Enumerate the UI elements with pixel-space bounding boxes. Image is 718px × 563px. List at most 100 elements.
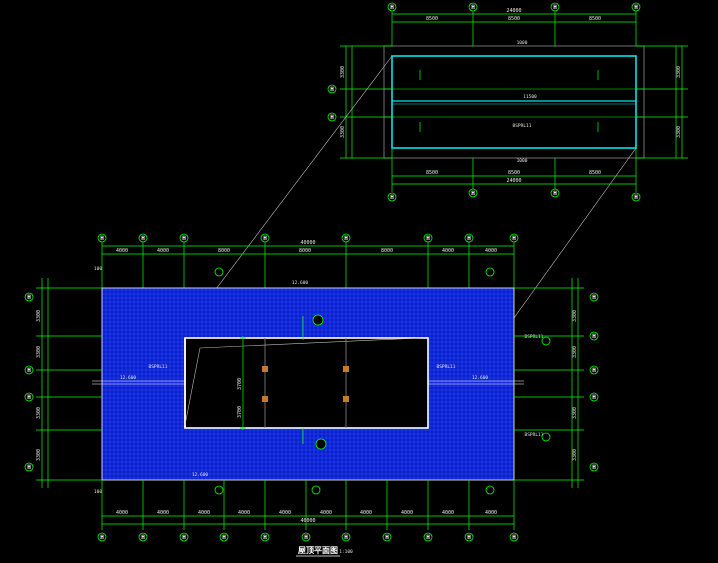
detail-axis-bottom-3: H	[553, 190, 557, 197]
plan-axis-left-2: H	[27, 367, 31, 374]
drawing-scale: 1:100	[339, 549, 353, 555]
detail-outer-frame	[383, 45, 645, 159]
detail-overall-bottom: 24000	[506, 178, 521, 184]
plan-axis-right-5: H	[592, 464, 596, 471]
detail-axis-top-3: H	[553, 4, 557, 11]
plan-axis-top-7: H	[467, 235, 471, 242]
plan-axis-bottom-6: H	[304, 534, 308, 541]
plan-ridge-lines	[92, 380, 524, 385]
plan-axis-bottom-7: H	[344, 534, 348, 541]
post-4	[343, 396, 349, 402]
detail-right-dimensions	[636, 45, 688, 159]
plan-level-bottom: 12.600	[192, 472, 209, 478]
detail-dim-bottom-1: 8500	[426, 170, 438, 176]
detail-axis-left-1: H	[330, 86, 334, 93]
detail-axis-bottom: H H H H	[387, 188, 641, 202]
detail-axis-top-1: H	[390, 4, 394, 11]
detail-dim-bottom-2: 8500	[508, 170, 520, 176]
plan-dim-top-3: 8000	[218, 248, 230, 254]
plan-axis-bottom-4: H	[222, 534, 226, 541]
plan-dim-bottom-3: 4000	[198, 510, 210, 516]
plan-axis-bottom-2: H	[141, 534, 145, 541]
detail-axis-top: H H H H	[387, 2, 641, 12]
detail-dim-top-1: 8500	[426, 16, 438, 22]
detail-dim-left-3: 3300	[340, 126, 346, 138]
plan-dim-bottom-2: 4000	[157, 510, 169, 516]
plan-axis-bottom-3: H	[182, 534, 186, 541]
detail-axis-bottom-2: H	[471, 190, 475, 197]
plan-axis-top-1: H	[100, 235, 104, 242]
plan-dim-top-4: 8000	[299, 248, 311, 254]
plan-small-2: 100	[94, 489, 102, 495]
plan-axis-right-2: H	[592, 333, 596, 340]
plan-axis-top-6: H	[426, 235, 430, 242]
plan-dim-bottom-10: 4000	[485, 510, 497, 516]
detail-bottom-dimensions	[391, 148, 637, 192]
plan-axis-top: H H H H H H H H	[97, 233, 519, 243]
plan-axis-left-3: H	[27, 394, 31, 401]
plan-dim-right-2: 3300	[572, 310, 578, 322]
plan-overall-top: 40000	[300, 240, 315, 246]
detail-dim-top-2: 8500	[508, 16, 520, 22]
plan-dim-left-5: 3300	[36, 449, 42, 461]
post-1	[262, 366, 268, 372]
detail-glass-frame	[391, 55, 637, 149]
plan-axis-bottom-11: H	[512, 534, 516, 541]
detail-dim-top-3: 8500	[589, 16, 601, 22]
detail-tag-1: BSPRL11	[513, 123, 532, 129]
detail-view: 24000 8500 8500 8500 H H H H 1000	[327, 2, 688, 202]
detail-axis-left-2: H	[330, 114, 334, 121]
plan-axis-bottom-1: H	[100, 534, 104, 541]
detail-axis-bottom-4: H	[634, 194, 638, 201]
plan-dim-bottom-5: 4000	[279, 510, 291, 516]
plan-axis-top-8: H	[512, 235, 516, 242]
plan-dim-left-2: 3300	[36, 310, 42, 322]
plan-level-right: 12.600	[472, 375, 489, 381]
roof-opening	[184, 337, 429, 429]
plan-right-dimensions	[514, 278, 584, 488]
plan-dim-right-5: 3300	[572, 449, 578, 461]
plan-tag-left: BSPRL11	[149, 364, 168, 370]
plan-axis-bottom: H H H H H H H H H H H	[97, 532, 519, 542]
plan-overall-bottom: 40000	[300, 518, 315, 524]
plan-axis-left-1: H	[27, 294, 31, 301]
plan-axis-right-1: H	[592, 294, 596, 301]
plan-axis-top-3: H	[182, 235, 186, 242]
plan-axis-top-2: H	[141, 235, 145, 242]
post-2	[343, 366, 349, 372]
detail-axis-top-2: H	[471, 4, 475, 11]
opening-dimensions	[240, 336, 246, 430]
drawing-title: 屋顶平面图	[298, 545, 338, 555]
plan-dim-right-4: 3300	[572, 407, 578, 419]
plan-dim-bottom-6: 4000	[320, 510, 332, 516]
plan-level-left: 12.600	[120, 375, 137, 381]
opening-dim-v2: 3700	[237, 406, 243, 418]
section-markers	[214, 267, 551, 495]
plan-axis-bottom-5: H	[263, 534, 267, 541]
plan-top-dimensions	[101, 240, 515, 290]
plan-small-1: 100	[94, 266, 102, 272]
plan-tag-right2: BSPRL11	[525, 334, 544, 340]
plan-dim-top-7: 4000	[485, 248, 497, 254]
plan-tag-right3: BSPRL11	[525, 432, 544, 438]
detail-overall-top: 24000	[506, 8, 521, 14]
detail-note-2: 11500	[523, 94, 537, 100]
plan-dim-top-1: 4000	[116, 248, 128, 254]
plan-axis-bottom-9: H	[426, 534, 430, 541]
plan-axis-bottom-10: H	[467, 534, 471, 541]
post-3	[262, 396, 268, 402]
plan-dim-left-4: 3300	[36, 407, 42, 419]
plan-dim-bottom-4: 4000	[238, 510, 250, 516]
plan-axis-top-5: H	[344, 235, 348, 242]
plan-axis-bottom-8: H	[385, 534, 389, 541]
plan-axis-right-3: H	[592, 367, 596, 374]
plan-dim-left-3: 3300	[36, 346, 42, 358]
detail-top-dimensions	[391, 10, 637, 46]
detail-note-3: 1000	[517, 158, 528, 164]
plan-axis-right: H H H H H	[589, 292, 599, 472]
plan-axis-left-4: H	[27, 464, 31, 471]
plan-tag-right: BSPRL11	[437, 364, 456, 370]
detail-left-dimensions	[340, 45, 392, 159]
plan-dim-bottom-7: 4000	[360, 510, 372, 516]
